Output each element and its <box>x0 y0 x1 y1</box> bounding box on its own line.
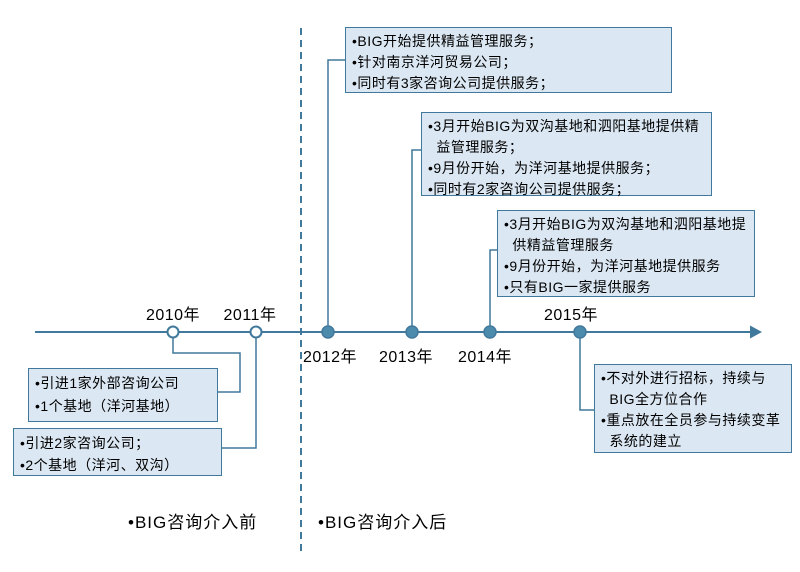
timeline-arrow-icon <box>750 325 762 339</box>
callout-box-2014: •3月开始BIG为双沟基地和泗阳基地提供精益管理服务 •9月份开始，为洋河基地提… <box>497 210 755 297</box>
marker-2015-filled-circle <box>573 325 587 339</box>
callout-line: •针对南京洋河贸易公司； <box>352 54 517 70</box>
year-label-2015: 2015年 <box>543 307 599 324</box>
marker-2013-filled-circle <box>405 325 419 339</box>
callout-line: •2个基地（洋河、双沟） <box>20 457 179 473</box>
callout-box-2012: •BIG开始提供精益管理服务； •针对南京洋河贸易公司； •同时有3家咨询公司提… <box>345 27 672 93</box>
callout-box-2013: •3月开始BIG为双沟基地和泗阳基地提供精益管理服务； •9月份开始，为洋河基地… <box>421 112 712 197</box>
connector-2013 <box>411 149 421 332</box>
connector-2010 <box>172 332 241 393</box>
marker-2012-filled-circle <box>321 325 335 339</box>
phase-label-after: •BIG咨询介入后 <box>318 513 448 532</box>
phase-label-before: •BIG咨询介入前 <box>128 513 258 532</box>
callout-line: •引进2家咨询公司； <box>20 435 150 451</box>
callout-line: •同时有2家咨询公司提供服务； <box>428 181 631 197</box>
connector-2012 <box>327 59 345 332</box>
callout-line: •3月开始BIG为双沟基地和泗阳基地提供精益管理服务； <box>428 118 700 155</box>
callout-line: •9月份开始，为洋河基地提供服务 <box>504 258 721 274</box>
connector-2011 <box>222 332 257 449</box>
year-label-2011: 2011年 <box>223 307 277 324</box>
callout-box-2010: •引进1家外部咨询公司 •1个基地（洋河基地） <box>28 368 218 422</box>
callout-box-2011: •引进2家咨询公司； •2个基地（洋河、双沟） <box>13 428 222 476</box>
callout-line: •引进1家外部咨询公司 <box>35 375 180 391</box>
callout-line: •1个基地（洋河基地） <box>35 398 180 414</box>
callout-line: •3月开始BIG为双沟基地和泗阳基地提供精益管理服务 <box>504 216 747 253</box>
callout-line: •只有BIG一家提供服务 <box>504 279 652 295</box>
marker-2014-filled-circle <box>483 325 497 339</box>
callout-line: •不对外进行招标，持续与BIG全方位合作 <box>601 370 766 407</box>
callout-line: •重点放在全员参与持续变革系统的建立 <box>601 412 781 449</box>
year-label-2014: 2014年 <box>457 349 513 366</box>
connector-2015 <box>579 332 594 411</box>
marker-2010-open-circle <box>166 325 180 339</box>
year-label-2010: 2010年 <box>145 307 201 324</box>
callout-line: •9月份开始，为洋河基地提供服务； <box>428 160 660 176</box>
year-label-2013: 2013年 <box>378 349 434 366</box>
connector-2014 <box>489 249 497 332</box>
callout-box-2015: •不对外进行招标，持续与BIG全方位合作 •重点放在全员参与持续变革系统的建立 <box>594 364 792 453</box>
marker-2011-open-circle <box>249 325 263 339</box>
callout-line: •同时有3家咨询公司提供服务； <box>352 75 555 91</box>
callout-line: •BIG开始提供精益管理服务； <box>352 33 543 49</box>
year-label-2012: 2012年 <box>302 349 358 366</box>
